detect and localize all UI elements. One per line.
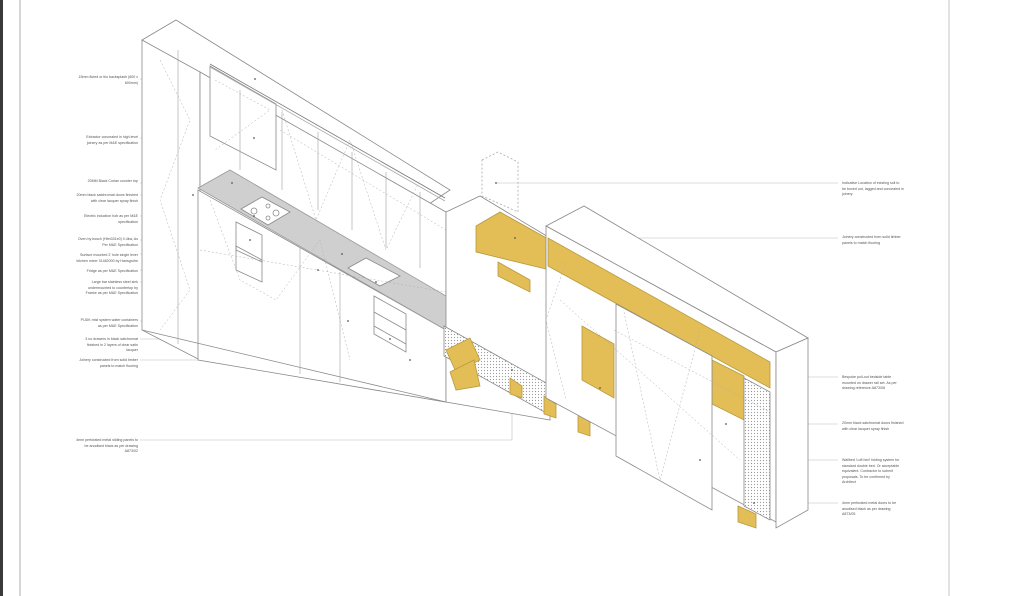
annotation-induction-hob: Electric induction hob as per M&E specif… [84,214,138,224]
leader-dots [192,78,755,504]
annotation-oven: Oven by bosch (Hbn331e0) 0.4kw, As Per M… [77,237,138,247]
annotation-joinery: Joinery constructed from solid timber pa… [79,358,138,368]
annotation-wallbed: Wallbed 'Loft bed' folding system for st… [842,458,900,485]
panel-divisions [177,50,421,382]
annotation-doors-right: 20mm black satchromat doors finished wit… [842,421,904,431]
annotation-perforated-doors: 4mm perforated metal doors to be anodise… [842,501,897,517]
page-margin-left [19,0,21,596]
annotation-perforated-panels: 4mm perforated metal sliding panels to b… [76,438,138,454]
bed-unit-swing-lines [545,261,771,481]
annotation-mixer: Surface mounted 2' hole single lever kit… [76,253,138,263]
annotation-drawers: 3 no drawers in black satchromat finishe… [85,337,138,353]
annotation-soil-box: Indicative Location of existing soil to … [842,181,904,197]
middle-section [443,151,591,437]
annotation-bedside-table: Bespoke pull-out bedside table mounted o… [842,375,897,391]
kitchen-run [141,19,471,403]
annotation-doors-finish: 20mm black satchromat doors finished wit… [76,193,138,203]
window-edge [0,0,3,596]
annotation-mist-system: PUDK mist system water containers as per… [80,318,138,328]
annotation-sink: Large bar stainless steel sink undermoun… [85,280,138,296]
page-margin-right [948,0,950,596]
annotation-extractor: Extractor concealed in high level joiner… [86,135,138,145]
annotation-fridge: Fridge as per M&E Specification [86,269,138,273]
bed-unit [545,205,809,529]
annotation-joinery-right: Joinery constructed from solid timber pa… [842,235,901,245]
annotation-backsplash: 15mm fluted or tiio backsplash (600 x 60… [78,75,138,85]
annotation-counter-top: 20MM Black Corian counter top [87,179,138,183]
door-swing-lines [159,59,447,361]
